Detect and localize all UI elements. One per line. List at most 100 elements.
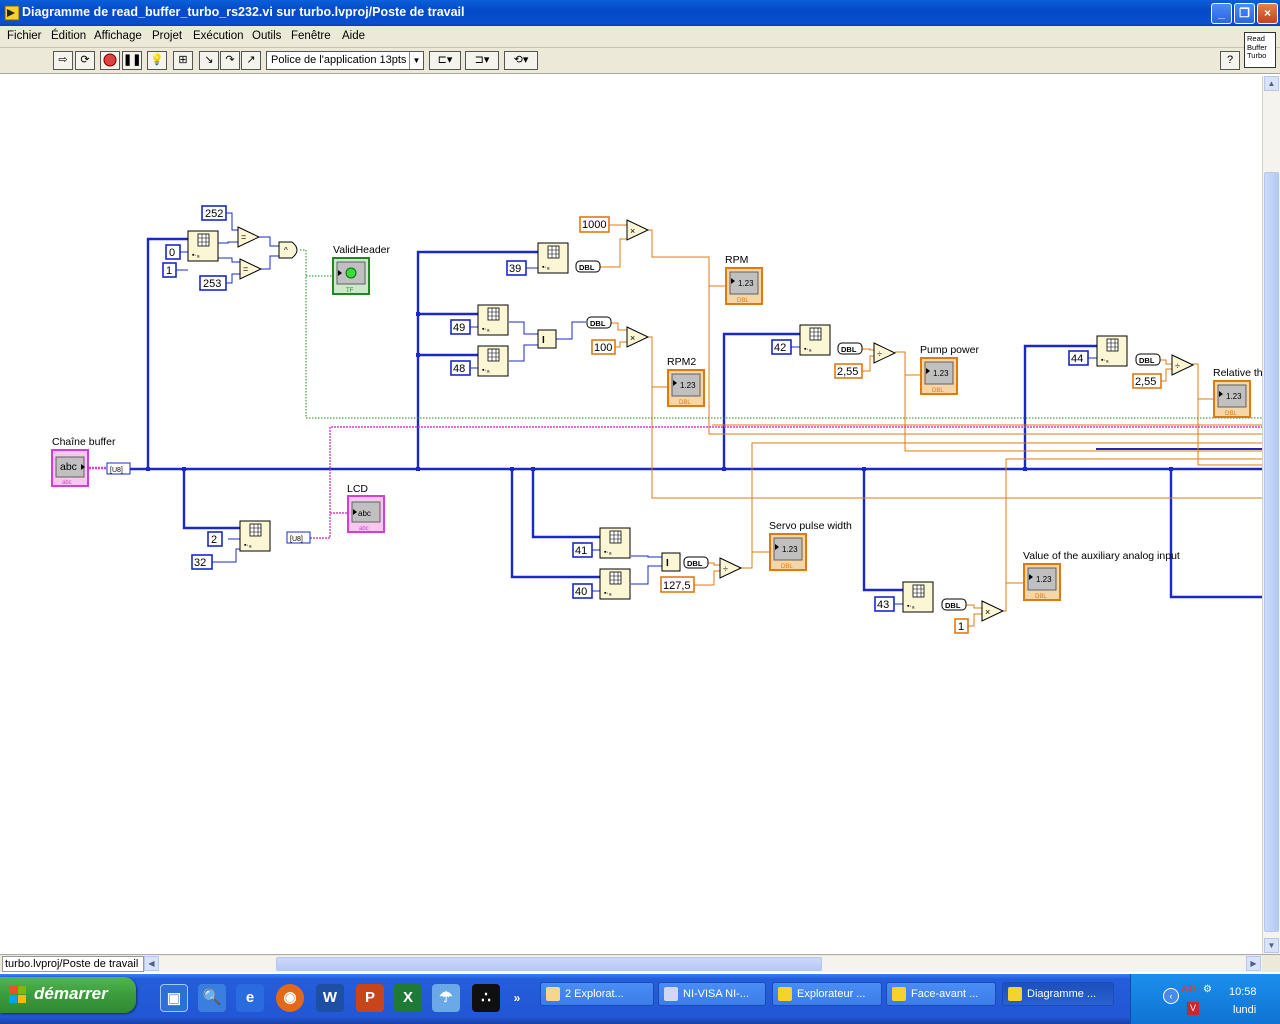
distribute-objects-icon[interactable]: ⊐▾ xyxy=(465,51,499,70)
word-icon[interactable]: W xyxy=(316,984,344,1012)
task-explorateur-group[interactable]: 2 Explorat... xyxy=(540,982,654,1006)
restore-button[interactable]: ❐ xyxy=(1234,3,1255,24)
divide-node-servo[interactable]: ÷ xyxy=(719,557,743,579)
menu-aide[interactable]: Aide xyxy=(342,30,366,42)
constant-0[interactable]: 0 xyxy=(165,244,181,260)
index-array-node-48[interactable] xyxy=(477,345,509,377)
multiply-node-rpm[interactable]: × xyxy=(626,219,650,241)
constant-253[interactable]: 253 xyxy=(199,275,227,291)
string-to-byte-array-node[interactable]: [U8] xyxy=(106,462,131,475)
labview-icon[interactable]: ☂ xyxy=(432,984,460,1012)
expand-tray-icon[interactable]: ‹ xyxy=(1163,988,1179,1004)
join-numbers-node-rpm2[interactable]: I xyxy=(537,329,557,349)
boolean-indicator-validheader[interactable]: TF xyxy=(332,257,370,295)
string-control-chaine-buffer[interactable]: abc abc xyxy=(51,449,89,487)
join-numbers-node-servo[interactable]: I xyxy=(661,552,681,572)
vi-icon[interactable]: Read Buffer Turbo xyxy=(1244,32,1276,68)
show-more-icon[interactable]: » xyxy=(513,991,521,1005)
retain-wire-values-icon[interactable]: ⊞ xyxy=(173,51,193,70)
numeric-indicator-aux[interactable] xyxy=(1023,563,1061,601)
equal-node-2[interactable]: = xyxy=(239,258,263,280)
menu-projet[interactable]: Projet xyxy=(152,30,183,42)
start-button[interactable]: démarrer xyxy=(0,977,136,1013)
index-array-node-43[interactable] xyxy=(902,581,934,613)
to-dbl-node-pump[interactable]: DBL xyxy=(837,342,863,355)
index-array-node-header[interactable] xyxy=(187,230,219,262)
scroll-right-icon[interactable]: ▶ xyxy=(1246,956,1261,971)
pause-icon[interactable]: ❚❚ xyxy=(122,51,142,70)
constant-2-55-relative[interactable]: 2,55 xyxy=(1132,373,1162,389)
menu-fichier[interactable]: Fichier xyxy=(7,30,42,42)
menu-fenetre[interactable]: Fenêtre xyxy=(291,30,331,42)
vertical-scroll-thumb[interactable] xyxy=(1264,172,1279,932)
equal-node-1[interactable]: = xyxy=(237,226,261,248)
step-into-icon[interactable]: ↘ xyxy=(199,51,219,70)
constant-2-55-pump[interactable]: 2,55 xyxy=(834,363,863,379)
close-button[interactable]: × xyxy=(1257,3,1278,24)
excel-icon[interactable]: X xyxy=(394,984,422,1012)
index-array-node-39[interactable] xyxy=(537,242,569,274)
constant-40[interactable]: 40 xyxy=(572,583,593,599)
menu-affichage[interactable]: Affichage xyxy=(94,30,142,42)
internet-explorer-icon[interactable]: e xyxy=(236,984,264,1012)
to-dbl-node-aux[interactable]: DBL xyxy=(941,598,967,611)
step-over-icon[interactable]: ↷ xyxy=(220,51,240,70)
byte-array-to-string-node[interactable]: [U8] xyxy=(286,531,311,544)
task-explorateur[interactable]: Explorateur ... xyxy=(772,982,882,1006)
numeric-indicator-relative[interactable] xyxy=(1213,380,1251,418)
to-dbl-node-relative[interactable]: DBL xyxy=(1135,353,1161,366)
run-arrow-icon[interactable]: ⇨ xyxy=(53,51,73,70)
powerpoint-icon[interactable]: P xyxy=(356,984,384,1012)
divide-node-relative[interactable]: ÷ xyxy=(1171,354,1195,376)
desktop-icon[interactable]: ▣ xyxy=(160,984,188,1012)
clock-time[interactable]: 10:58 xyxy=(1229,986,1257,998)
constant-43[interactable]: 43 xyxy=(874,596,895,612)
constant-48[interactable]: 48 xyxy=(450,360,471,376)
constant-39[interactable]: 39 xyxy=(506,260,527,276)
run-continuously-icon[interactable]: ⟳ xyxy=(75,51,95,70)
constant-2[interactable]: 2 xyxy=(207,531,223,547)
to-dbl-node-rpm[interactable]: DBL xyxy=(575,260,601,273)
menu-edition[interactable]: Édition xyxy=(51,30,87,42)
index-array-node-42[interactable] xyxy=(799,324,831,356)
constant-49[interactable]: 49 xyxy=(450,319,471,335)
scroll-down-icon[interactable]: ▼ xyxy=(1264,938,1279,953)
constant-1000[interactable]: 1000 xyxy=(579,216,610,233)
index-array-node-44[interactable] xyxy=(1096,335,1128,367)
horizontal-scroll-thumb[interactable] xyxy=(276,957,822,971)
font-select[interactable]: Police de l'application 13pts▼ xyxy=(266,51,424,70)
constant-44[interactable]: 44 xyxy=(1068,350,1089,366)
numeric-indicator-rpm[interactable] xyxy=(725,267,763,305)
constant-32[interactable]: 32 xyxy=(191,554,213,570)
daq-icon[interactable]: ∴ xyxy=(472,984,500,1012)
menu-outils[interactable]: Outils xyxy=(252,30,282,42)
reorder-icon[interactable]: ⟲▾ xyxy=(504,51,538,70)
divide-node-pump[interactable]: ÷ xyxy=(873,342,897,364)
to-dbl-node-servo[interactable]: DBL xyxy=(683,556,709,569)
step-out-icon[interactable]: ↗ xyxy=(241,51,261,70)
help-icon[interactable]: ? xyxy=(1220,51,1240,70)
and-node[interactable]: ^ xyxy=(278,241,298,259)
abort-icon[interactable] xyxy=(100,51,120,70)
task-diagramme[interactable]: Diagramme ... xyxy=(1002,982,1114,1006)
horizontal-scrollbar[interactable]: ◀ ▶ xyxy=(144,956,1262,972)
menu-execution[interactable]: Exécution xyxy=(193,30,244,42)
constant-127-5[interactable]: 127,5 xyxy=(660,576,695,593)
highlight-execution-icon[interactable]: 💡 xyxy=(147,51,167,70)
constant-1-aux[interactable]: 1 xyxy=(954,618,969,634)
array-subset-node[interactable] xyxy=(239,520,271,552)
numeric-indicator-rpm2[interactable] xyxy=(667,369,705,407)
search-icon[interactable]: 🔍 xyxy=(198,984,226,1012)
align-objects-icon[interactable]: ⊏▾ xyxy=(429,51,461,70)
index-array-node-49[interactable] xyxy=(477,304,509,336)
scroll-up-icon[interactable]: ▲ xyxy=(1264,76,1279,91)
firefox-icon[interactable]: ◉ xyxy=(276,984,304,1012)
constant-41[interactable]: 41 xyxy=(572,542,593,558)
multiply-node-rpm2[interactable]: × xyxy=(626,326,650,348)
constant-42[interactable]: 42 xyxy=(771,339,792,355)
antivirus-icon[interactable]: V xyxy=(1187,1002,1199,1015)
numeric-indicator-pump-power[interactable] xyxy=(920,357,958,395)
multiply-node-aux[interactable]: × xyxy=(981,600,1005,622)
index-array-node-40[interactable] xyxy=(599,568,631,600)
numeric-indicator-servo[interactable] xyxy=(769,533,807,571)
